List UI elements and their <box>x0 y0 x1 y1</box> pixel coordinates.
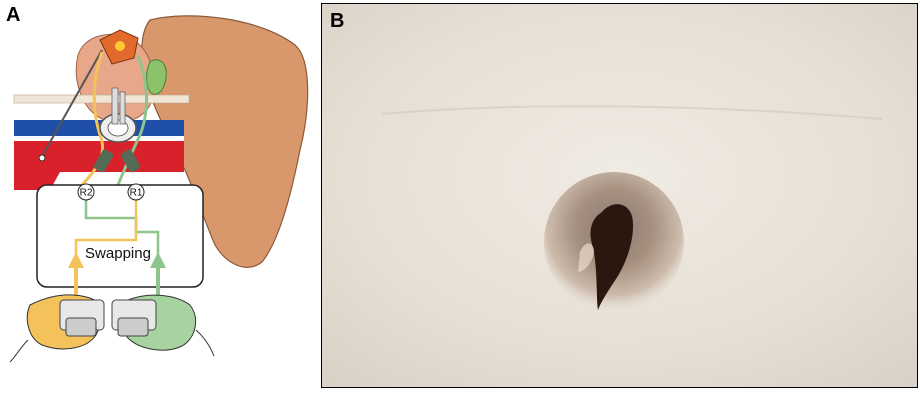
vessel-white-band <box>14 95 189 103</box>
navel-photo <box>322 4 918 388</box>
vessel-stripe <box>14 136 184 141</box>
panel-b-label: B <box>330 10 344 33</box>
panel-a: A <box>0 0 318 390</box>
panel-b: B <box>321 3 918 388</box>
port-r2-label: R2 <box>80 188 93 199</box>
panel-a-label: A <box>6 4 20 27</box>
swap-box <box>37 185 203 287</box>
ablation-spot <box>115 41 125 51</box>
swap-box-label: Swapping <box>85 245 151 262</box>
port-r1-label: R1 <box>130 188 143 199</box>
green-hand <box>112 295 214 356</box>
surgical-diagram: R2 R1 Swapping <box>0 0 318 390</box>
yellow-hand <box>10 295 104 362</box>
